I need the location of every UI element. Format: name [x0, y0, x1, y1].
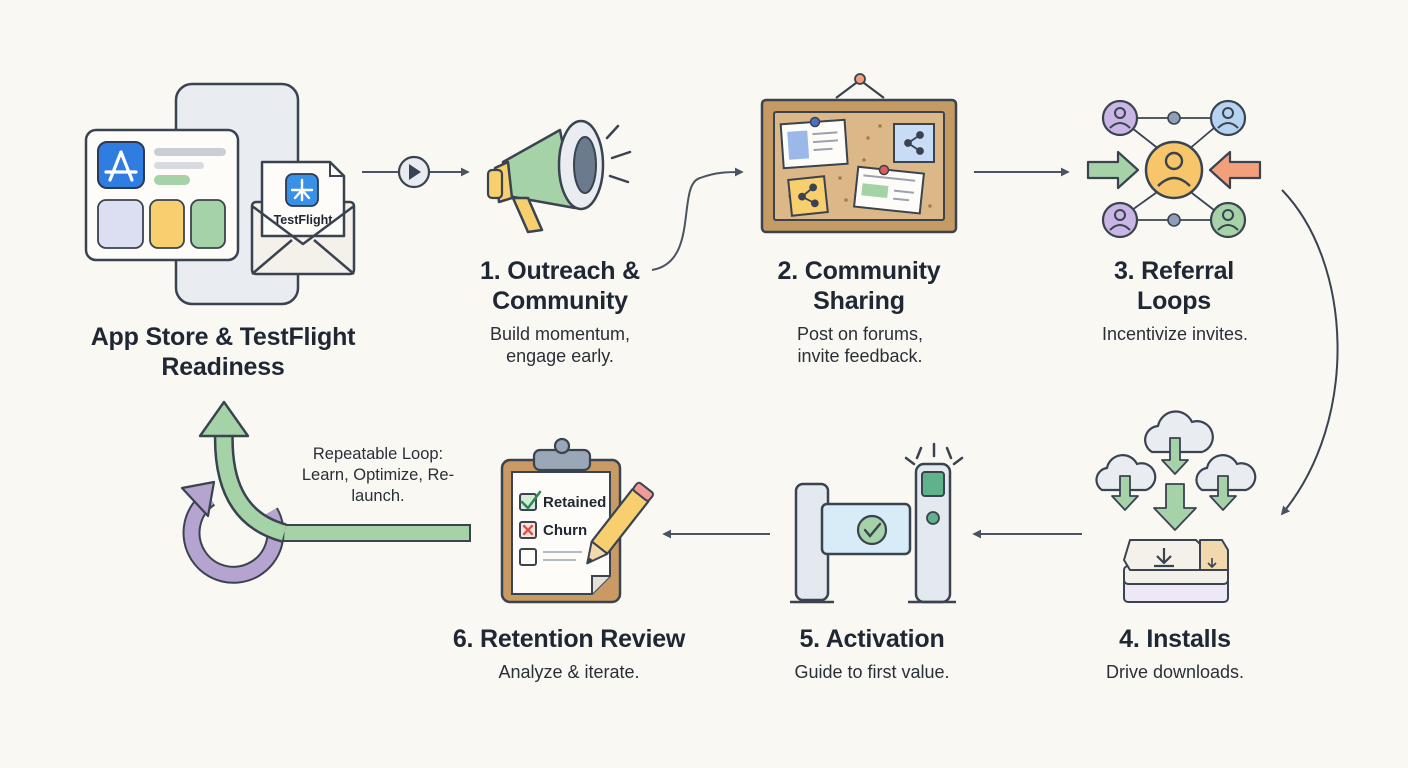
- step-3-title: 3. Referral Loops: [1113, 257, 1235, 315]
- testflight-label: TestFlight: [274, 213, 334, 227]
- arrow-referral-to-installs: [1280, 189, 1339, 516]
- step-6-desc: Analyze & iterate.: [498, 662, 640, 682]
- checklist-retained-label: Retained: [543, 494, 606, 511]
- step-2-desc: Post on forums, invite feedback.: [796, 324, 924, 366]
- app-store-readiness-illustration: TestFlight: [84, 82, 356, 306]
- step-5-title: 5. Activation: [799, 625, 945, 653]
- testflight-icon: [285, 173, 319, 207]
- step-4-title: 4. Installs: [1119, 625, 1231, 653]
- step-4-desc: Drive downloads.: [1105, 662, 1245, 682]
- megaphone-icon: [486, 119, 632, 234]
- arrow-start-to-outreach: [362, 155, 470, 189]
- step-6-title: 6. Retention Review: [452, 625, 686, 653]
- cloud-download-icon: [1095, 410, 1257, 603]
- loop-cycle-icon: [180, 400, 288, 584]
- app-store-icon: [97, 141, 145, 189]
- step-1-title: 1. Outreach & Community: [480, 257, 640, 315]
- start-title: App Store & TestFlight Readiness: [90, 323, 356, 381]
- arrow-retention-to-loop: [281, 524, 471, 542]
- arrow-outreach-to-sharing: [651, 167, 744, 271]
- bulletin-board-icon: [760, 73, 958, 234]
- envelope-icon: TestFlight: [250, 160, 356, 276]
- clipboard-checklist-icon: Retained Churn: [500, 437, 654, 604]
- step-1-desc: Build momentum, engage early.: [489, 324, 631, 366]
- step-5-desc: Guide to first value.: [794, 662, 950, 682]
- checklist-churn-label: Churn: [543, 522, 587, 539]
- loop-note: Repeatable Loop: Learn, Optimize, Re-lau…: [301, 445, 455, 505]
- step-2-title: 2. Community Sharing: [777, 257, 941, 315]
- referral-network-icon: [1086, 99, 1262, 239]
- step-3-desc: Incentivize invites.: [1101, 324, 1249, 344]
- turnstile-gate-icon: [790, 442, 964, 604]
